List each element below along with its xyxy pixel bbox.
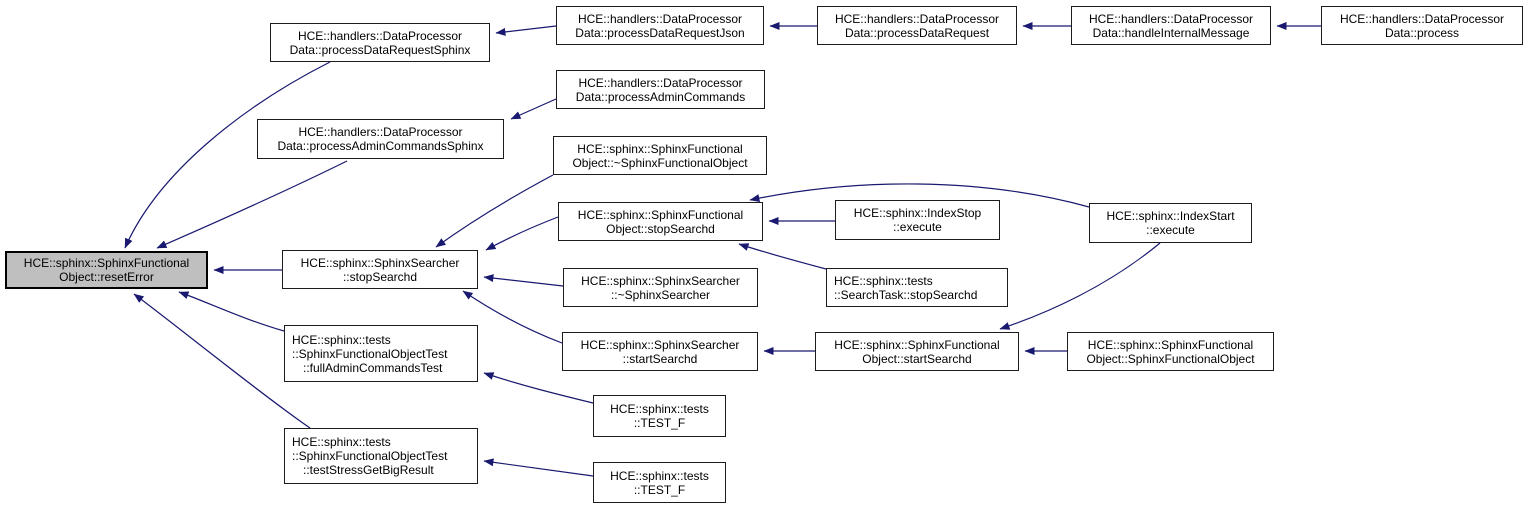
node-label-line: Object::SphinxFunctionalObject [1086,351,1255,366]
node-label-line: Data::processDataRequestSphinx [289,42,471,57]
node-label-line: ::TEST_F [633,416,686,430]
call-edge-test-f-2-to-test-stress-get-big-result [483,458,594,477]
node-label-line: Data::processDataRequestJson [575,25,745,40]
node-index-stop-execute[interactable]: HCE::sphinx::IndexStop::execute [835,200,1000,240]
node-label-line: HCE::sphinx::SphinxSearcher [300,255,460,270]
node-label-line: HCE::sphinx::IndexStop [853,206,982,220]
node-label-line: ::~SphinxSearcher [610,287,711,302]
call-edge-index-start-execute-to-sfo-stop-searchd [749,183,1090,208]
node-label-line: ::SphinxFunctionalObjectTest [292,346,448,361]
node-searcher-stop-searchd[interactable]: HCE::sphinx::SphinxSearcher::stopSearchd [282,250,478,289]
call-edge-searcher-destructor-to-searcher-stop-searchd [483,274,564,287]
node-test-f-1[interactable]: HCE::sphinx::tests::TEST_F [593,395,726,437]
node-label-line: ::execute [1146,223,1195,237]
node-label-line: ::fullAdminCommandsTest [303,360,443,375]
node-label-line: ::stopSearchd [342,269,418,284]
node-label-line: Object::startSearchd [862,351,972,366]
node-label-line: HCE::sphinx::tests [834,273,933,288]
node-searcher-start-searchd[interactable]: HCE::sphinx::SphinxSearcher::startSearch… [562,332,758,371]
node-label-line: HCE::sphinx::SphinxFunctional [834,337,1000,352]
call-edge-searcher-start-searchd-to-searcher-stop-searchd [462,290,563,344]
node-test-stress-get-big-result[interactable]: HCE::sphinx::tests::SphinxFunctionalObje… [284,428,478,484]
node-label-line: HCE::sphinx::IndexStart [1106,209,1235,223]
node-label-line: Data::handleInternalMessage [1092,25,1250,40]
node-label-line: Data::processDataRequest [844,25,990,40]
node-index-start-execute[interactable]: HCE::sphinx::IndexStart::execute [1089,203,1252,243]
node-label-line: HCE::handlers::DataProcessor [834,11,1000,26]
call-edge-process-data-request-sphinx-to-reset-error [124,61,331,249]
call-edge-sfo-destructor-to-searcher-stop-searchd [435,174,554,248]
node-label-line: HCE::sphinx::SphinxSearcher [581,273,740,288]
node-label-line: ::TEST_F [633,482,686,497]
node-label-line: HCE::handlers::DataProcessor [578,75,743,90]
call-edge-process-admin-commands-sphinx-to-reset-error [156,160,348,249]
node-label-line: HCE::sphinx::tests [610,402,709,416]
node-label-line: HCE::handlers::DataProcessor [577,11,743,26]
call-edge-process-data-request-json-to-process-data-request-sphinx [495,25,557,36]
node-label-line: HCE::sphinx::tests [292,435,391,449]
call-edge-test-stress-get-big-result-to-reset-error [133,293,311,429]
call-edge-sfo-stop-searchd-to-searcher-stop-searchd [485,216,559,251]
node-search-task-stop-searchd[interactable]: HCE::sphinx::tests::SearchTask::stopSear… [826,268,1008,307]
call-edge-process-admin-commands-to-process-admin-commands-sphinx [510,98,557,120]
node-label-line: Object::resetError [59,270,154,284]
call-edge-test-f-1-to-full-admin-commands-test [483,372,594,404]
node-label-line: Object::~SphinxFunctionalObject [572,155,748,170]
node-label-line: HCE::handlers::DataProcessor [298,125,463,139]
node-label-line: Object::stopSearchd [606,221,715,236]
node-label-line: HCE::sphinx::SphinxFunctional [1087,337,1254,352]
node-test-f-2[interactable]: HCE::sphinx::tests::TEST_F [593,462,726,503]
node-label-line: Data::process [1384,25,1460,40]
node-label-line: ::startSearchd [622,351,698,366]
node-label-line: HCE::sphinx::tests [610,468,709,483]
node-label-line: ::execute [893,220,942,234]
node-label-line: Data::processAdminCommandsSphinx [277,139,484,153]
node-label-line: HCE::sphinx::SphinxFunctional [577,207,744,222]
node-full-admin-commands-test[interactable]: HCE::sphinx::tests::SphinxFunctionalObje… [284,325,478,382]
call-edge-index-start-execute-to-sfo-start-searchd [999,242,1161,330]
node-label-line: HCE::handlers::DataProcessor [297,28,463,43]
call-edge-full-admin-commands-test-to-reset-error [178,291,285,332]
node-label-line: HCE::sphinx::SphinxSearcher [580,337,740,352]
node-label-line: HCE::sphinx::SphinxFunctional [23,256,190,270]
edge-group [124,22,1321,477]
node-label-line: HCE::handlers::DataProcessor [1088,11,1254,26]
node-label-line: HCE::handlers::DataProcessor [1339,11,1505,26]
node-label-line: Data::processAdminCommands [575,89,746,104]
call-edge-search-task-stop-searchd-to-sfo-stop-searchd [738,243,827,270]
node-label-line: HCE::sphinx::tests [292,332,391,347]
node-label-line: ::SearchTask::stopSearchd [834,287,978,302]
node-label-line: HCE::sphinx::SphinxFunctional [577,141,743,156]
node-label-line: ::SphinxFunctionalObjectTest [292,449,448,463]
node-searcher-destructor[interactable]: HCE::sphinx::SphinxSearcher::~SphinxSear… [563,268,758,307]
node-label-line: ::testStressGetBigResult [303,463,434,477]
